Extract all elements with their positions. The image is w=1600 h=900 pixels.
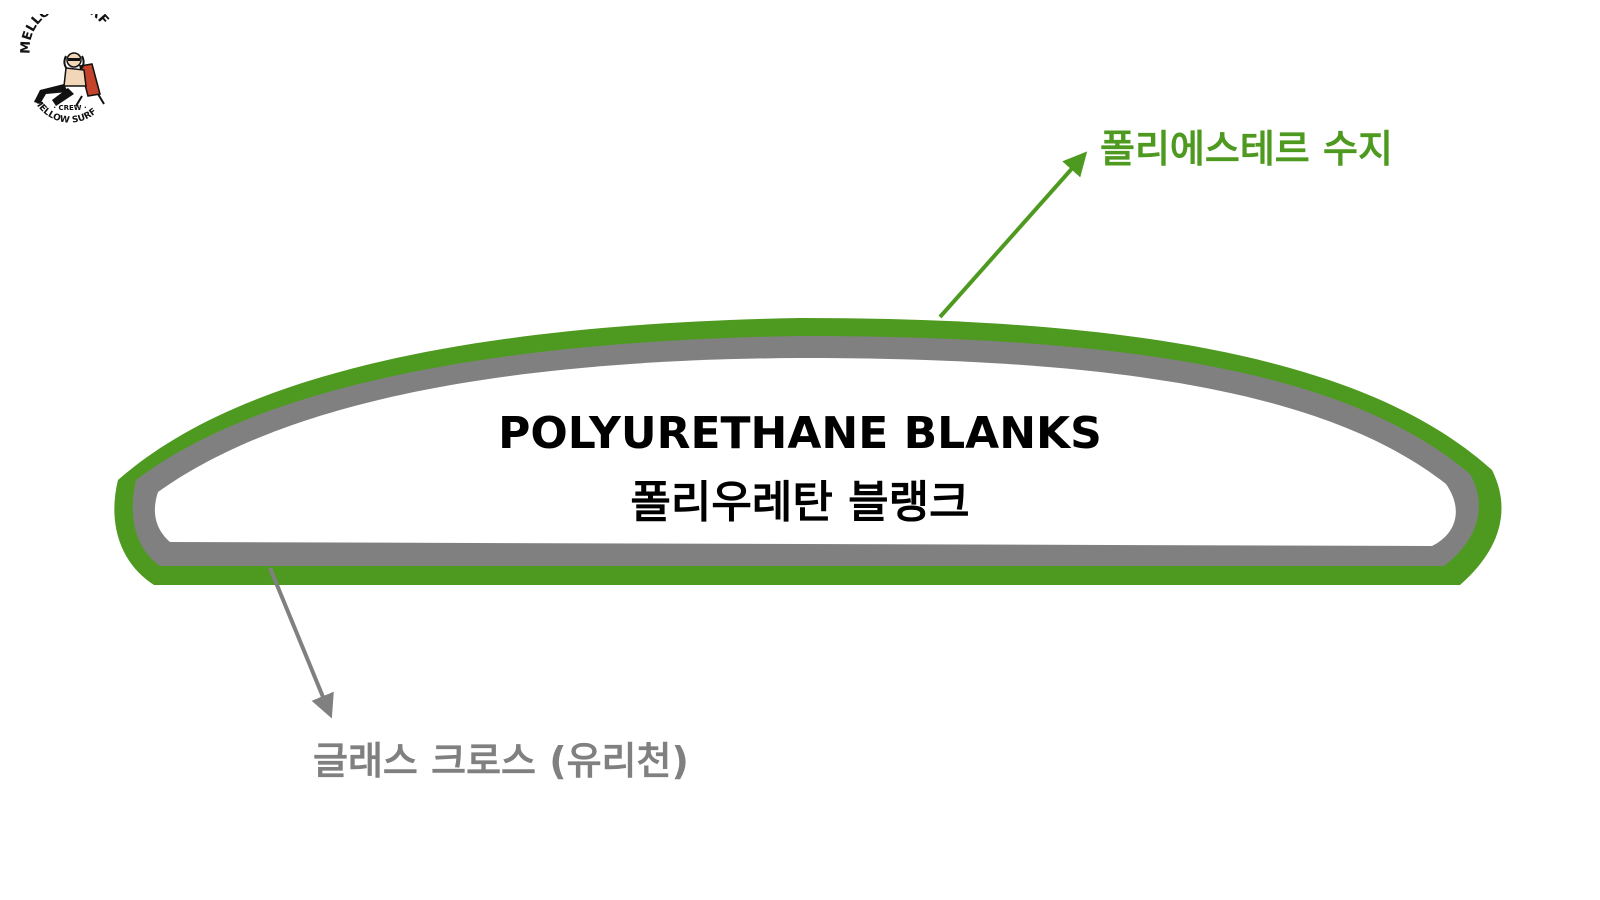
mellow-surf-logo: MELLOW SURF · CREW · MELLOW SURF [18, 14, 111, 124]
core-title-ko: 폴리우레탄 블랭크 [630, 477, 970, 528]
logo-crew-text: · CREW · [53, 104, 86, 112]
cloth-arrow-icon [268, 567, 334, 719]
resin-label: 폴리에스테르 수지 [1100, 127, 1393, 171]
glass-cloth-label: 글래스 크로스 (유리천) [313, 739, 689, 783]
resin-arrow-icon [938, 151, 1088, 319]
surfer-torso [63, 67, 87, 87]
surfer-legs [34, 84, 68, 104]
core-blank-shape [154, 358, 1456, 546]
core-title-en: POLYURETHANE BLANKS [498, 408, 1102, 459]
